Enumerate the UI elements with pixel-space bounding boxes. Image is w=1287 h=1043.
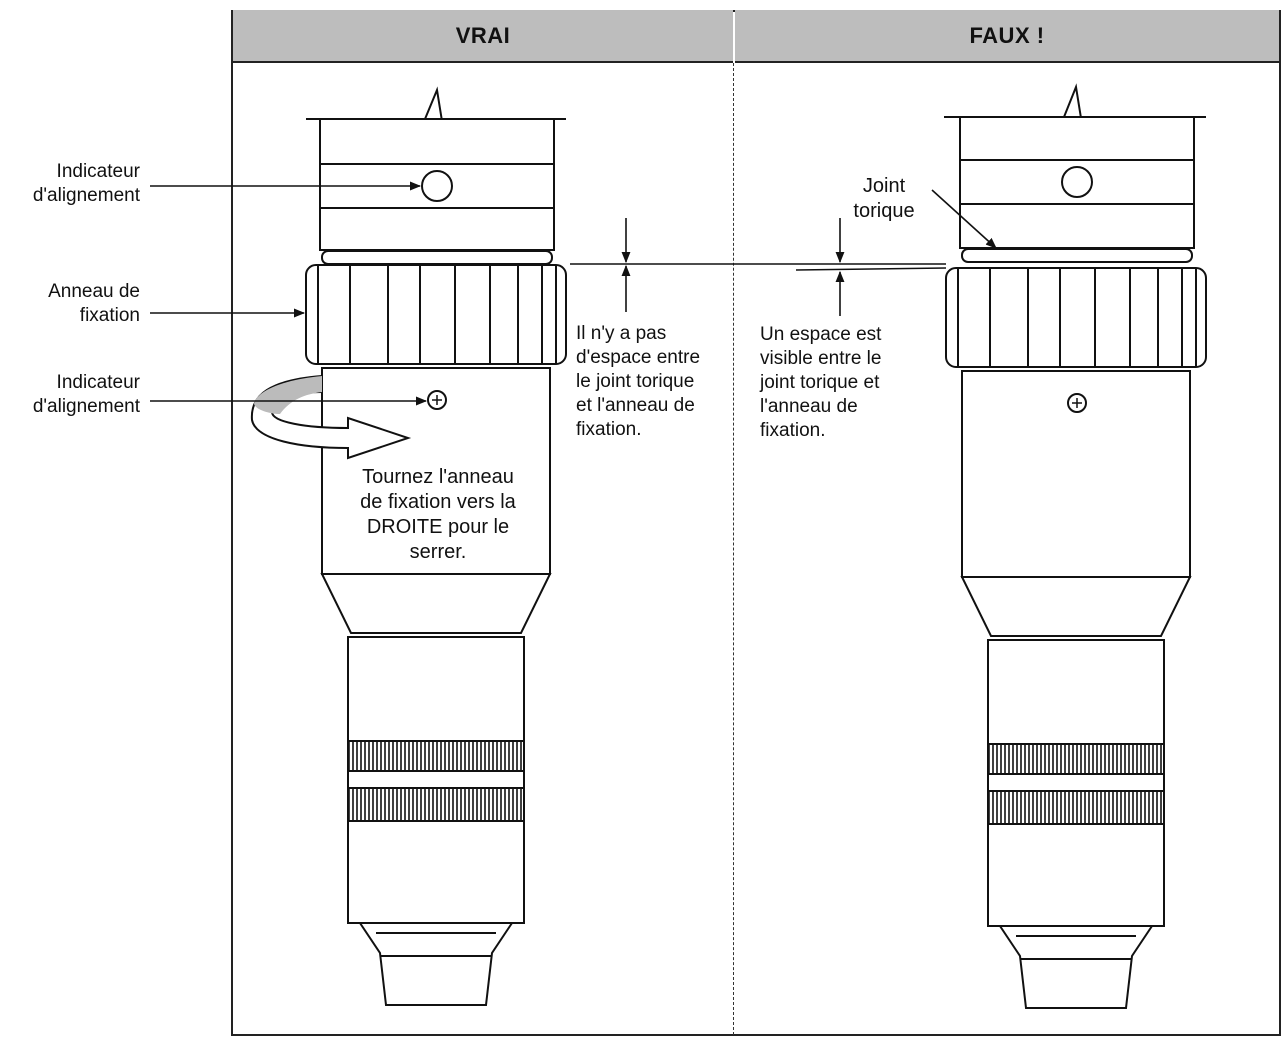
- knurl-band-1-right: [987, 743, 1165, 775]
- handle-left: [347, 636, 525, 924]
- label-gap-visible-line1: Un espace est: [760, 324, 882, 345]
- knurl-band-1-left: [347, 740, 525, 772]
- leader-joint: [931, 189, 997, 249]
- header-wrong-text: FAUX !: [969, 22, 1045, 48]
- label-align-top-line2: d'alignement: [32, 185, 140, 206]
- retaining-ring-right: [945, 267, 1207, 368]
- label-gap-visible-line5: fixation.: [760, 420, 826, 441]
- label-turn-line1: Tournez l'anneau: [362, 466, 514, 488]
- leader-lines: [150, 181, 997, 406]
- header-correct: VRAI: [233, 10, 733, 63]
- label-joint: Joint torique: [834, 174, 934, 224]
- knurl-band-2-right: [987, 790, 1165, 825]
- nozzle-left: [358, 922, 514, 1006]
- o-ring-right: [961, 248, 1193, 263]
- handle-right: [987, 639, 1165, 927]
- label-turn-line2: de fixation vers la: [360, 491, 516, 513]
- header-correct-text: VRAI: [455, 22, 511, 48]
- label-gap-visible: Un espace est visible entre le joint tor…: [760, 323, 881, 443]
- o-ring-left: [321, 250, 553, 265]
- align-indicator-top-left: [421, 170, 453, 202]
- label-no-gap-line2: d'espace entre: [576, 347, 701, 368]
- label-gap-visible-line2: visible entre le: [760, 348, 882, 369]
- knurl-band-2-left: [347, 787, 525, 822]
- header-wrong: FAUX !: [735, 10, 1279, 63]
- label-joint-line2: torique: [853, 200, 915, 222]
- retaining-ring-left: [305, 264, 567, 365]
- align-indicator-top-right: [1061, 166, 1093, 198]
- label-no-gap-line5: fixation.: [576, 419, 642, 440]
- label-align-top-line1: Indicateur: [56, 161, 140, 182]
- label-ring-line1: Anneau de: [48, 281, 140, 302]
- label-align-bottom-line1: Indicateur: [56, 372, 140, 393]
- label-gap-visible-line3: joint torique et: [760, 372, 880, 393]
- label-no-gap: Il n'y a pas d'espace entre le joint tor…: [576, 322, 700, 442]
- label-turn: Tournez l'anneau de fixation vers la DRO…: [330, 465, 546, 565]
- label-gap-visible-line4: l'anneau de: [760, 396, 858, 417]
- label-turn-line3: DROITE pour le: [366, 516, 510, 538]
- torch-correct: [305, 86, 567, 1006]
- column-divider: [733, 63, 734, 1035]
- label-no-gap-line1: Il n'y a pas: [576, 323, 667, 344]
- nozzle-right: [998, 925, 1154, 1009]
- label-ring-line2: fixation: [79, 305, 140, 326]
- torch-wrong: [944, 83, 1207, 1009]
- label-align-bottom: Indicateur d'alignement: [0, 371, 140, 419]
- label-no-gap-line3: le joint torique: [576, 371, 695, 392]
- label-no-gap-line4: et l'anneau de: [576, 395, 695, 416]
- label-joint-line1: Joint: [862, 175, 906, 197]
- label-align-top: Indicateur d'alignement: [0, 160, 140, 208]
- label-ring: Anneau de fixation: [0, 280, 140, 328]
- label-turn-line4: serrer.: [409, 541, 467, 563]
- label-align-bottom-line2: d'alignement: [32, 396, 140, 417]
